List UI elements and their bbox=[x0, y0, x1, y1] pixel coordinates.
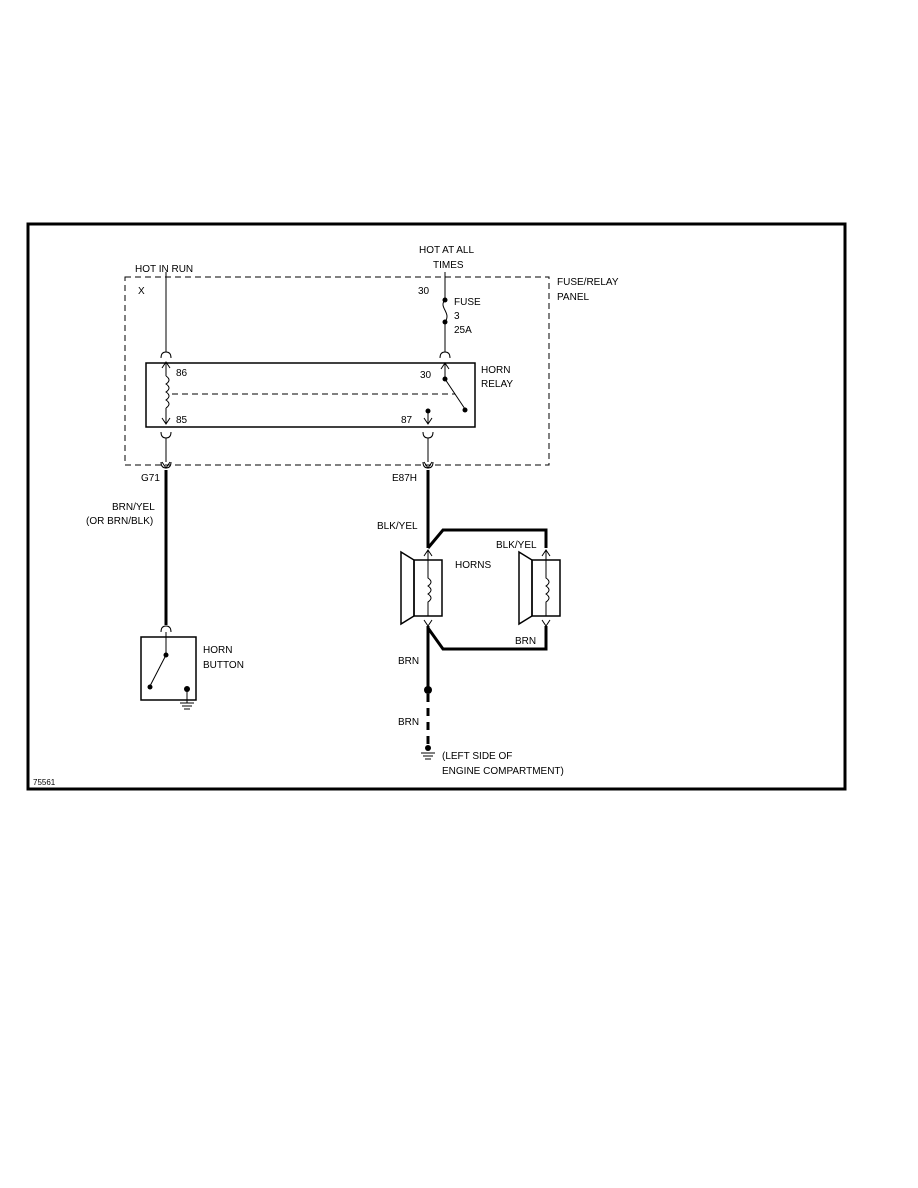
connector-e87h-label: E87H bbox=[392, 473, 417, 484]
pin-30-top-label: 30 bbox=[418, 286, 430, 297]
right-horn bbox=[518, 549, 561, 627]
connector-g71-arrow bbox=[161, 461, 171, 469]
pin-86-label: 86 bbox=[176, 368, 188, 379]
fuse-relay-panel-boundary bbox=[124, 276, 550, 466]
fuse-element bbox=[442, 299, 448, 323]
horn-relay-label: HORN bbox=[481, 365, 510, 376]
horn-button-connector bbox=[160, 625, 172, 633]
connector-86-top bbox=[160, 351, 172, 359]
relay-switch-blade bbox=[444, 378, 466, 410]
relay-coil-arrow-bottom bbox=[161, 417, 171, 425]
ground-point bbox=[425, 745, 431, 751]
pin-30-relay-label: 30 bbox=[420, 370, 432, 381]
wire-brn-label-2: BRN bbox=[398, 717, 419, 728]
horn-button-tip bbox=[147, 684, 153, 690]
figure-id: 75561 bbox=[33, 778, 56, 787]
connector-87-bottom bbox=[422, 431, 434, 439]
fuse-label: FUSE bbox=[454, 297, 481, 308]
horn-button-box bbox=[140, 636, 197, 701]
fuse-relay-panel-label-2: PANEL bbox=[557, 292, 589, 303]
wire-blk-yel-right-label: BLK/YEL bbox=[496, 540, 537, 551]
diagram-frame bbox=[26, 222, 847, 791]
pin-87-label: 87 bbox=[401, 415, 413, 426]
connector-30-top bbox=[439, 351, 451, 359]
relay-switch-tip bbox=[462, 407, 468, 413]
connector-85-bottom bbox=[160, 431, 172, 439]
hot-at-all-times-label: HOT AT ALL bbox=[419, 245, 474, 256]
wire-brn-yel-alt-label: (OR BRN/BLK) bbox=[86, 516, 153, 527]
ground-location-label-2: ENGINE COMPARTMENT) bbox=[442, 766, 564, 777]
horn-button-ground-icon bbox=[180, 702, 194, 710]
wire-blk-yel-right bbox=[426, 528, 548, 549]
horn-button-label-2: BUTTON bbox=[203, 660, 244, 671]
chassis-ground-icon bbox=[421, 752, 435, 760]
wire-brn-yel-label: BRN/YEL bbox=[112, 502, 155, 513]
connector-e87h-arrow bbox=[423, 461, 433, 469]
splice-dot bbox=[424, 686, 432, 694]
wire-brn-right-label: BRN bbox=[515, 636, 536, 647]
horns-label: HORNS bbox=[455, 560, 491, 571]
relay-coil bbox=[165, 375, 170, 409]
connector-g71-label: G71 bbox=[141, 473, 160, 484]
fuse-number-label: 3 bbox=[454, 311, 460, 322]
wire-brn-right bbox=[426, 626, 548, 651]
fuse-rating-label: 25A bbox=[454, 325, 472, 336]
hot-in-run-label: HOT IN RUN bbox=[135, 264, 193, 275]
pin-85-label: 85 bbox=[176, 415, 188, 426]
horn-button-label: HORN bbox=[203, 645, 232, 656]
horn-relay-label-2: RELAY bbox=[481, 379, 513, 390]
wire-brn-label: BRN bbox=[398, 656, 419, 667]
horn-relay-box bbox=[145, 362, 476, 428]
horn-button-blade bbox=[149, 654, 167, 687]
x-pin-label: X bbox=[138, 286, 145, 297]
wire-blk-yel-left-label: BLK/YEL bbox=[377, 521, 418, 532]
ground-location-label: (LEFT SIDE OF bbox=[442, 751, 512, 762]
fuse-relay-panel-label: FUSE/RELAY bbox=[557, 277, 619, 288]
relay-87-arrow bbox=[423, 417, 433, 425]
left-horn bbox=[400, 549, 443, 627]
hot-at-all-times-label-2: TIMES bbox=[433, 260, 464, 271]
